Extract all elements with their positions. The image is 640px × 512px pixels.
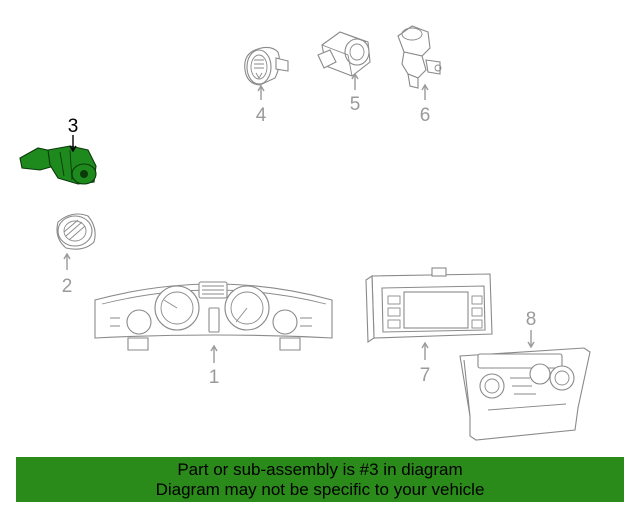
banner-line-disclaimer: Diagram may not be specific to your vehi… — [155, 479, 485, 499]
part-8-climate-panel[interactable] — [459, 347, 591, 441]
part-4-knob[interactable] — [244, 46, 289, 86]
callout-2[interactable]: 2 — [62, 276, 73, 297]
callout-6[interactable]: 6 — [420, 105, 431, 126]
part-6-sensor[interactable] — [397, 25, 442, 89]
callout-5[interactable]: 5 — [350, 94, 361, 115]
part-2-round-switch[interactable] — [56, 213, 96, 250]
callout-3[interactable]: 3 — [68, 116, 79, 137]
part-3-stalk-switch[interactable] — [19, 145, 97, 185]
banner-line-part: Part or sub-assembly is #3 in diagram — [177, 459, 463, 479]
callout-4[interactable]: 4 — [256, 105, 267, 126]
callout-7[interactable]: 7 — [420, 365, 431, 386]
callout-1[interactable]: 1 — [209, 367, 220, 388]
callout-arrows — [63, 72, 535, 363]
info-banner: Part or sub-assembly is #3 in diagram Di… — [16, 457, 624, 502]
callout-8[interactable]: 8 — [526, 309, 537, 330]
part-1-instrument-cluster[interactable] — [94, 281, 333, 351]
part-7-display-bezel[interactable] — [365, 267, 493, 344]
part-5-switch[interactable] — [317, 31, 371, 77]
